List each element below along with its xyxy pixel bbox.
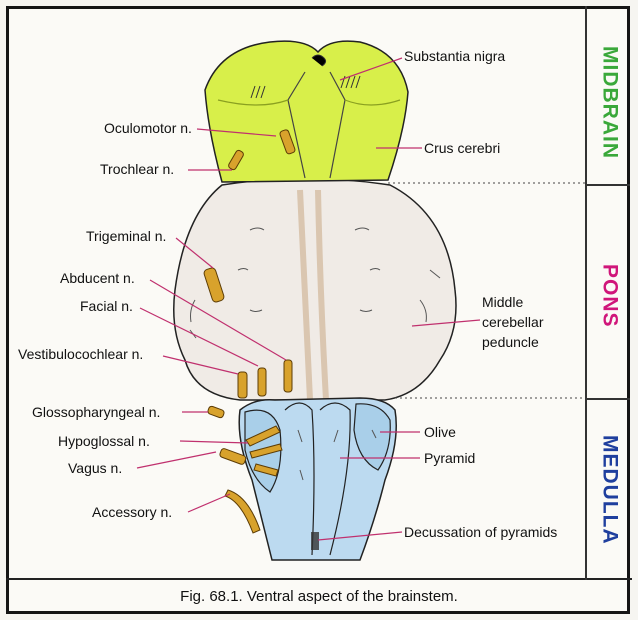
label-oculomotor: Oculomotor n. [104, 120, 192, 136]
label-glossopharyngeal: Glossopharyngeal n. [32, 404, 160, 420]
abducent-root [284, 360, 292, 392]
label-hypoglossal: Hypoglossal n. [58, 433, 150, 449]
vestibulocochlear-root [238, 372, 247, 398]
facial-root [258, 368, 266, 396]
label-abducent: Abducent n. [60, 270, 135, 286]
region-midbrain: MIDBRAIN [587, 22, 632, 182]
label-olive: Olive [424, 424, 456, 440]
leader-vagus [137, 452, 216, 468]
region-divider-1 [587, 184, 630, 186]
accessory-root [225, 490, 260, 533]
region-divider-2 [587, 398, 630, 400]
label-substantia-nigra: Substantia nigra [404, 48, 505, 64]
label-decussation: Decussation of pyramids [404, 524, 557, 540]
label-vestibulocochlear: Vestibulocochlear n. [18, 346, 143, 362]
label-middle-cerebellar-peduncle: Middle cerebellar peduncle [482, 292, 543, 352]
figure-caption: Fig. 68.1. Ventral aspect of the brainst… [0, 588, 638, 605]
leader-hypoglossal [180, 441, 248, 443]
label-facial: Facial n. [80, 298, 133, 314]
region-medulla: MEDULLA [587, 406, 632, 574]
glossopharyngeal-root [207, 406, 225, 419]
label-accessory: Accessory n. [92, 504, 172, 520]
label-vagus: Vagus n. [68, 460, 122, 476]
label-pyramid: Pyramid [424, 450, 475, 466]
region-pons: PONS [587, 198, 632, 394]
label-crus-cerebri: Crus cerebri [424, 140, 500, 156]
leader-accessory [188, 494, 230, 512]
decussation-mark [311, 532, 319, 550]
region-bar: MIDBRAIN PONS MEDULLA [585, 6, 630, 580]
label-trigeminal: Trigeminal n. [86, 228, 166, 244]
label-trochlear: Trochlear n. [100, 161, 174, 177]
